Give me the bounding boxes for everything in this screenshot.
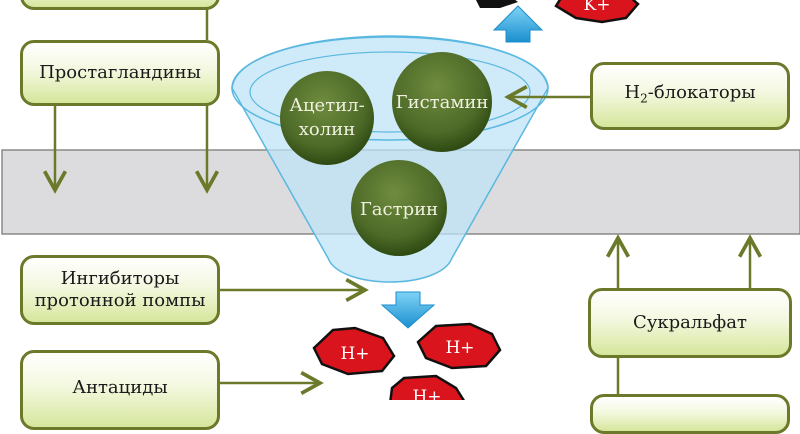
box-bottom-right-partial [590, 394, 790, 434]
hydrogen-1-label: H+ [340, 344, 369, 364]
ion-potassium: K+ [554, 0, 640, 24]
acetylcholine-label-2: холин [299, 119, 355, 140]
ppi-label-1: Ингибиторы [60, 268, 180, 289]
receptor-acetylcholine: Ацетил- холин [280, 71, 374, 165]
receptor-gastrin: Гастрин [351, 160, 447, 256]
connectors [42, 0, 763, 396]
box-prostaglandins: Простагландины [20, 40, 220, 106]
antacids-label: Антациды [72, 377, 168, 398]
box-top-partial [20, 0, 220, 10]
blue-arrow-up-icon [492, 5, 544, 43]
sucralfate-label: Сукральфат [633, 312, 747, 333]
box-proton-pump-inhibitors: Ингибиторы протонной помпы [20, 255, 220, 325]
hydrogen-3-label: H+ [412, 387, 441, 400]
gastrin-label: Гастрин [360, 199, 438, 220]
hydrogen-2-label: H+ [445, 338, 474, 358]
h2-subscript: 2 [640, 91, 648, 106]
prostaglandins-label: Простагландины [39, 62, 201, 83]
histamine-label: Гистамин [396, 92, 489, 113]
ion-hydrogen-1: H+ [312, 326, 396, 376]
ion-hydrogen-2: H+ [416, 322, 502, 370]
blue-arrow-down-icon [380, 291, 436, 329]
box-sucralfate: Сукральфат [588, 288, 792, 358]
diagram-canvas: Ацетил- холин Гистамин Гастрин K+ H+ H+ … [1, 0, 800, 400]
box-antacids: Антациды [20, 350, 220, 430]
h2-suffix: -блокаторы [647, 82, 756, 104]
h2-prefix: H [624, 82, 641, 104]
ppi-label-2: протонной помпы [34, 290, 206, 311]
h2-blockers-label: H2-блокаторы [624, 82, 755, 110]
box-h2-blockers: H2-блокаторы [590, 62, 790, 130]
ion-hydrogen-3: H+ [389, 374, 465, 400]
receptor-histamine: Гистамин [392, 52, 492, 152]
potassium-label: K+ [584, 0, 611, 15]
acetylcholine-label-1: Ацетил- [289, 95, 364, 116]
ion-top-partial [476, 0, 518, 8]
